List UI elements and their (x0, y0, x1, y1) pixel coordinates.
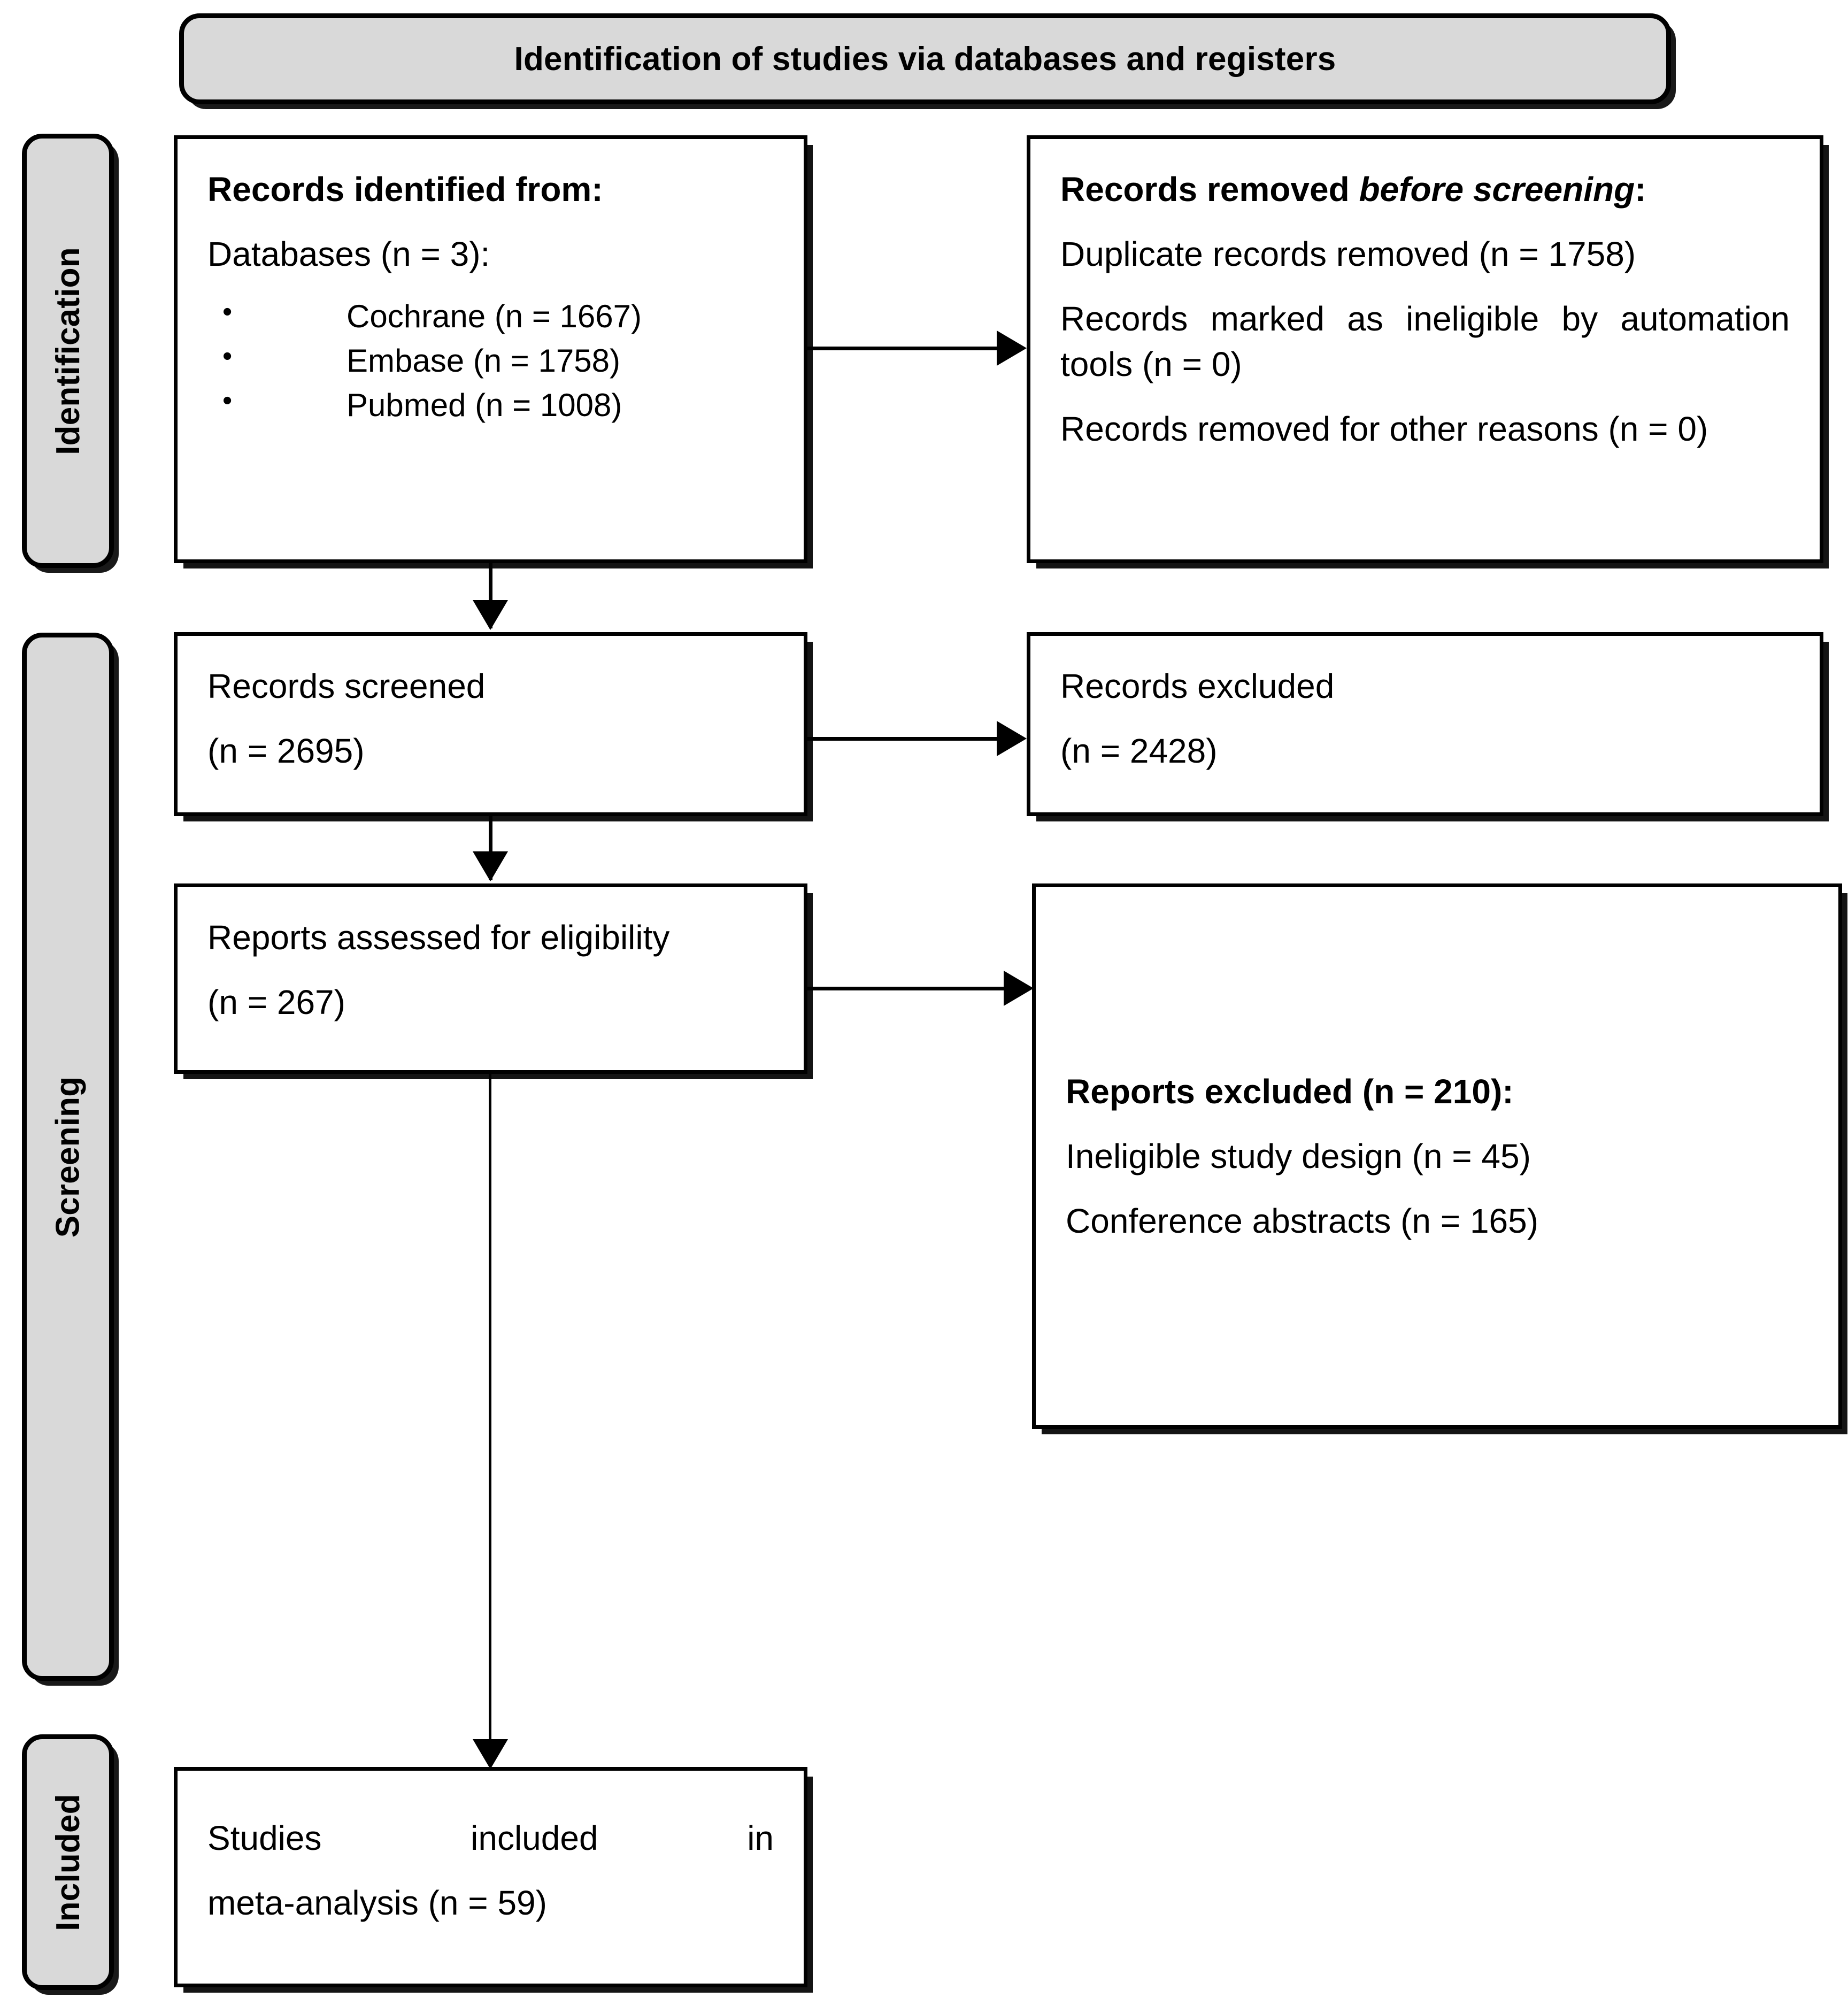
arrowhead-identified-to-screened (473, 600, 508, 630)
stage-label-screening: Screening (49, 1076, 87, 1238)
connector-screened-to-excluded (807, 737, 997, 741)
stage-band-screening: Screening (22, 633, 114, 1681)
reports-assessed-label: Reports assessed for eligibility (207, 918, 670, 957)
connector-identified-to-removed (807, 347, 997, 350)
list-item: Pubmed (n = 1008) (207, 383, 774, 426)
stage-label-identification: Identification (49, 247, 87, 455)
arrowhead-identified-to-removed (997, 331, 1027, 366)
list-item: Embase (n = 1758) (207, 339, 774, 382)
arrowhead-assessed-to-reports-excluded (1004, 971, 1034, 1006)
box-reports-excluded: Reports excluded (n = 210): Ineligible s… (1032, 883, 1842, 1429)
records-excluded-label: Records excluded (1060, 667, 1335, 705)
box-records-screened: Records screened (n = 2695) (174, 632, 807, 816)
conference-abstracts-line: Conference abstracts (n = 165) (1066, 1202, 1539, 1241)
records-removed-heading-emphasis: before screening (1359, 170, 1635, 209)
list-item: Cochrane (n = 1667) (207, 294, 774, 337)
box-reports-assessed: Reports assessed for eligibility (n = 26… (174, 883, 807, 1074)
connector-assessed-to-included (489, 1074, 491, 1750)
records-removed-other-reasons-line: Records removed for other reasons (n = 0… (1060, 410, 1708, 449)
records-identified-source-list: Cochrane (n = 1667) Embase (n = 1758) Pu… (207, 294, 774, 426)
records-screened-count: (n = 2695) (207, 732, 365, 771)
records-identified-databases-line: Databases (n = 3): (207, 235, 490, 274)
box-studies-included: Studies included in meta-analysis (n = 5… (174, 1767, 807, 1987)
stage-label-included: Included (49, 1793, 87, 1931)
arrowhead-assessed-to-included (473, 1739, 508, 1769)
records-removed-heading: Records removed before screening: (1060, 167, 1790, 212)
reports-assessed-count: (n = 267) (207, 983, 345, 1022)
records-identified-heading: Records identified from: (207, 170, 603, 209)
duplicate-records-removed-line: Duplicate records removed (n = 1758) (1060, 235, 1636, 274)
stage-band-included: Included (22, 1734, 114, 1990)
stage-band-identification: Identification (22, 134, 114, 568)
studies-included-label: Studies included in (207, 1819, 774, 1857)
diagram-title: Identification of studies via databases … (514, 40, 1336, 78)
box-records-identified: Records identified from: Databases (n = … (174, 135, 807, 563)
records-removed-heading-part3: : (1635, 170, 1646, 209)
ineligible-study-design-line: Ineligible study design (n = 45) (1066, 1137, 1531, 1176)
connector-screened-to-assessed (489, 816, 492, 880)
studies-included-count: meta-analysis (n = 59) (207, 1884, 547, 1923)
box-records-removed-before-screening: Records removed before screening: Duplic… (1027, 135, 1823, 563)
connector-identified-to-screened (489, 563, 492, 628)
box-records-excluded: Records excluded (n = 2428) (1027, 632, 1823, 816)
connector-assessed-to-reports-excluded (807, 987, 1004, 990)
records-excluded-count: (n = 2428) (1060, 732, 1218, 771)
diagram-title-banner: Identification of studies via databases … (179, 13, 1671, 104)
arrowhead-screened-to-excluded (997, 721, 1027, 756)
reports-excluded-heading: Reports excluded (n = 210): (1066, 1072, 1514, 1111)
records-marked-ineligible-line: Records marked as ineligible by automati… (1060, 299, 1790, 384)
records-removed-heading-part1: Records removed (1060, 170, 1359, 209)
arrowhead-screened-to-assessed (473, 851, 508, 881)
records-screened-label: Records screened (207, 667, 486, 705)
